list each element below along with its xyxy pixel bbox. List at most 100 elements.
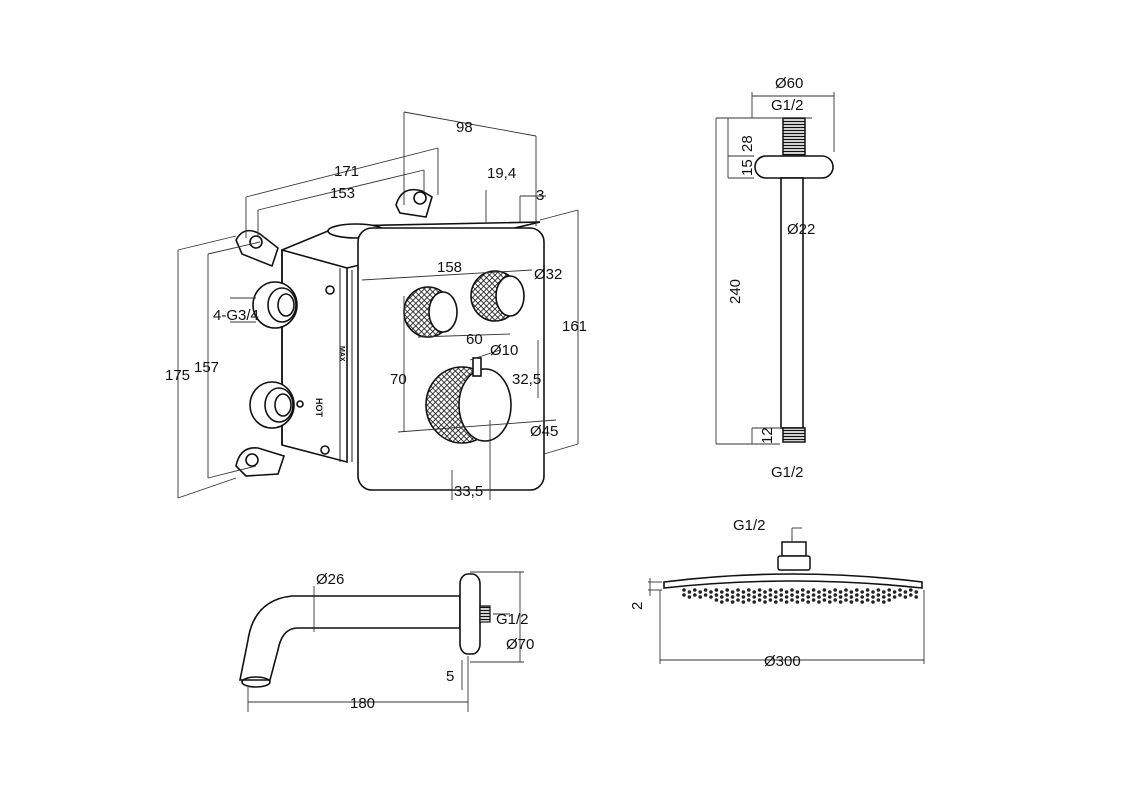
nozzle-dot xyxy=(752,590,756,594)
nozzle-dot xyxy=(768,593,773,597)
nozzle-dot xyxy=(817,595,821,599)
dim-3: 3 xyxy=(536,187,544,204)
nozzle-dot xyxy=(709,590,713,594)
dim-g12: G1/2 xyxy=(496,611,529,628)
ceiling-flange xyxy=(754,155,834,179)
arm-tube xyxy=(780,177,804,429)
dim-171: 171 xyxy=(334,163,359,180)
dim-33-5: 33,5 xyxy=(454,483,483,500)
spout-flange xyxy=(459,573,481,655)
nozzle-dot xyxy=(801,593,805,597)
nozzle-dot xyxy=(865,598,870,602)
dim-g12-bottom: G1/2 xyxy=(771,464,804,481)
nozzle-dot xyxy=(833,588,837,592)
dim-thread-g34: 4-G3/4 xyxy=(213,307,259,324)
nozzle-dot xyxy=(795,590,800,594)
dim-d22: Ø22 xyxy=(787,221,815,238)
nozzle-dot xyxy=(747,598,751,602)
nozzle-dot xyxy=(860,600,864,604)
nozzle-dot xyxy=(752,595,756,599)
knurled-knob-right xyxy=(470,270,525,322)
nozzle-dot xyxy=(703,593,708,597)
nozzle-dot xyxy=(849,590,854,594)
nozzle-dot xyxy=(698,590,702,594)
dim-d60: Ø60 xyxy=(775,75,803,92)
nozzle-dot xyxy=(774,590,778,594)
nozzle-dot xyxy=(806,590,810,594)
nozzle-dot xyxy=(844,588,848,592)
nozzle-dot xyxy=(860,595,864,599)
nozzle-dot xyxy=(763,595,767,599)
nozzle-dot xyxy=(714,588,719,592)
nozzle-dot xyxy=(752,600,756,604)
nozzle-dot xyxy=(892,590,897,594)
nozzle-dot xyxy=(790,588,794,592)
nozzle-dot xyxy=(876,588,881,592)
nozzle-dot xyxy=(822,588,827,592)
nozzle-dot xyxy=(898,588,902,592)
thermostat-knob xyxy=(425,357,512,444)
nozzle-dot xyxy=(784,600,789,604)
nozzle-dot xyxy=(887,588,891,592)
nozzle-dot xyxy=(741,590,746,594)
nozzle-dot xyxy=(725,588,729,592)
nozzle-dot xyxy=(720,595,724,599)
nozzle-dot xyxy=(774,595,778,599)
nozzle-dot xyxy=(747,593,751,597)
nozzle-dot xyxy=(828,595,832,599)
dim-15: 15 xyxy=(739,159,756,176)
nozzle-dot xyxy=(768,598,773,602)
nozzle-dot xyxy=(698,595,702,599)
nozzle-dot xyxy=(790,593,794,597)
hot-label: HOT xyxy=(314,398,324,418)
knurled-knob-left xyxy=(403,286,458,338)
nozzle-dot xyxy=(909,588,913,592)
top-thread xyxy=(782,117,806,157)
nozzle-dot xyxy=(736,593,740,597)
dim-153: 153 xyxy=(330,185,355,202)
nozzle-dot xyxy=(779,593,783,597)
dim-157: 157 xyxy=(194,359,219,376)
nozzle-dot xyxy=(828,600,832,604)
nozzle-dot xyxy=(871,600,875,604)
nozzle-dot xyxy=(736,598,740,602)
nozzle-dot xyxy=(844,598,848,602)
nozzle-dot xyxy=(757,593,762,597)
dim-161: 161 xyxy=(562,318,587,335)
nozzle-dot xyxy=(784,595,789,599)
dim-d10: Ø10 xyxy=(490,342,518,359)
nozzle-dot xyxy=(757,598,762,602)
nozzle-dot xyxy=(876,593,881,597)
nozzle-dot xyxy=(768,588,773,592)
nozzle-dot xyxy=(736,588,740,592)
nozzle-dot xyxy=(822,593,827,597)
nozzle-dot xyxy=(795,600,800,604)
nozzle-dot xyxy=(903,595,908,599)
nozzle-dot xyxy=(882,600,886,604)
nozzle-dot xyxy=(784,590,789,594)
nozzle-dot xyxy=(871,595,875,599)
nozzle-dot xyxy=(838,600,843,604)
nozzle-dot xyxy=(741,600,746,604)
nozzle-dot xyxy=(828,590,832,594)
dim-240: 240 xyxy=(727,279,744,304)
nozzle-dot xyxy=(709,595,713,599)
nozzle-dot xyxy=(779,588,783,592)
nozzle-dot xyxy=(725,598,729,602)
dim-60: 60 xyxy=(466,331,483,348)
upper-inlet-fitting xyxy=(252,281,298,329)
nozzle-dot xyxy=(817,590,821,594)
nozzle-dot xyxy=(806,600,810,604)
nozzle-dot xyxy=(811,588,816,592)
mixer-box-drawing: HOT MAX xyxy=(165,111,587,500)
dim-98: 98 xyxy=(456,119,473,136)
dim-d45: Ø45 xyxy=(530,423,558,440)
dim-g12: G1/2 xyxy=(733,517,766,534)
nozzle-dot xyxy=(763,590,767,594)
dim-2: 2 xyxy=(629,602,646,610)
dim-d32: Ø32 xyxy=(534,266,562,283)
nozzle-dot xyxy=(730,590,735,594)
dim-5: 5 xyxy=(446,668,454,685)
nozzle-dot xyxy=(730,595,735,599)
